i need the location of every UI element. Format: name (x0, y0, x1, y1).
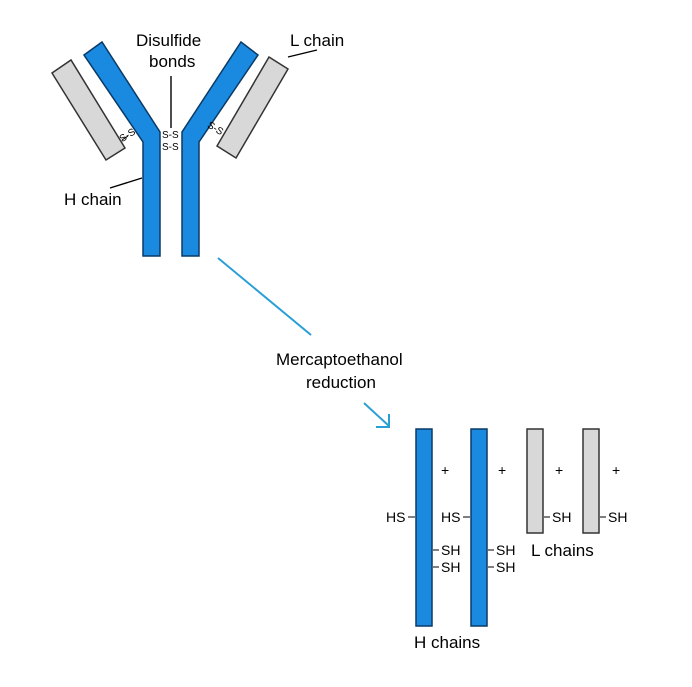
sh-label-3: SH (552, 509, 571, 525)
plus-sign-2: + (498, 462, 506, 478)
disulfide-label-line2: bonds (149, 52, 195, 71)
sh-label-4: SH (608, 509, 627, 525)
left-heavy-chain (82, 40, 161, 257)
plus-sign-1: + (441, 462, 449, 478)
l-chains-label: L chains (531, 541, 594, 560)
hh-disulfide-bonds: S-S S-S (162, 130, 179, 153)
h-chain-label: H chain (64, 190, 122, 209)
sh-label-1a: SH (441, 542, 460, 558)
separated-light-chain-1 (526, 428, 544, 534)
separated-heavy-chain-1 (415, 428, 433, 627)
ss-label-hinge-1: S-S (162, 130, 179, 141)
hl-disulfide-right: S-S (205, 120, 225, 138)
arrow-lower-segment (363, 402, 390, 427)
right-heavy-chain (181, 40, 260, 257)
arrow-head (376, 414, 390, 428)
plus-sign-4: + (612, 462, 620, 478)
sh-label-2a: SH (496, 542, 515, 558)
reduction-arrow: Mercaptoethanol reduction (217, 257, 403, 428)
sh-label-1b: SH (441, 559, 460, 575)
left-light-chain (50, 58, 127, 162)
separated-light-chain-2 (582, 428, 600, 534)
separated-heavy-chain-2 (470, 428, 488, 627)
h-chain-leader-line (109, 177, 143, 189)
l-chain-leader-line (287, 49, 318, 58)
ss-label-hinge-2: S-S (162, 142, 179, 153)
right-light-chain (215, 55, 290, 160)
l-chain-label: L chain (290, 31, 344, 50)
sh-label-2b: SH (496, 559, 515, 575)
reduction-label-line1: Mercaptoethanol (276, 350, 403, 369)
disulfide-label-line1: Disulfide (136, 31, 201, 50)
hs-label-2: HS (441, 509, 460, 525)
ss-label-right: S-S (205, 120, 225, 138)
reduction-label-line2: reduction (306, 373, 376, 392)
separated-chains: + HS SH SH + HS SH SH + SH + SH L chains… (386, 428, 627, 652)
arrow-upper-segment (217, 257, 312, 336)
intact-antibody: S-S S-S S-S S-S Disulfide bonds L chain … (50, 31, 344, 257)
h-chains-label: H chains (414, 633, 480, 652)
plus-sign-3: + (555, 462, 563, 478)
hs-label-1: HS (386, 509, 405, 525)
